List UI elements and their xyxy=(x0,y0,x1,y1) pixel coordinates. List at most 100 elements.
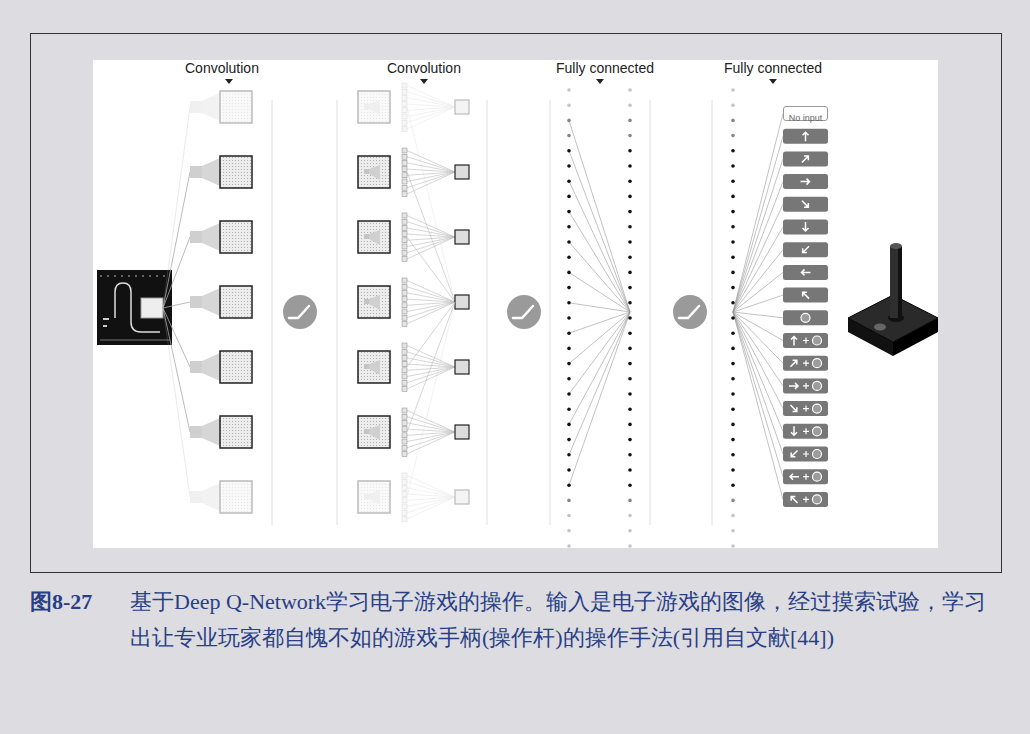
neuron-dot xyxy=(567,529,571,533)
channel-cell xyxy=(402,492,407,497)
filter-line xyxy=(407,237,455,253)
button-face xyxy=(783,424,828,439)
filter-line xyxy=(407,429,455,432)
channel-cell xyxy=(402,349,407,354)
relu-symbol xyxy=(673,295,707,329)
filter-line xyxy=(163,237,190,308)
arrow-icon xyxy=(800,154,811,165)
conv1-filter xyxy=(163,91,252,308)
neuron-dot xyxy=(628,438,632,442)
neuron-dot xyxy=(731,468,735,472)
screen-detail xyxy=(100,340,170,341)
channel-cell xyxy=(402,479,407,484)
filter-kernel xyxy=(190,426,202,438)
channel-cell xyxy=(402,297,407,302)
button-face xyxy=(783,333,828,348)
button-face xyxy=(783,242,828,257)
neuron-dot xyxy=(731,149,735,153)
filter-cone xyxy=(202,93,220,121)
arrow-icon xyxy=(801,244,812,255)
conv1-filter xyxy=(163,156,252,308)
neuron-dot xyxy=(567,438,571,442)
output-unit xyxy=(455,165,469,179)
channel-cell xyxy=(402,309,407,314)
filter-line xyxy=(407,92,455,107)
channel-cell xyxy=(402,498,407,503)
neuron-dot xyxy=(731,119,735,123)
filter-line xyxy=(407,104,455,107)
filter-line xyxy=(407,423,455,432)
relu-circle xyxy=(673,295,707,329)
filter-line xyxy=(407,299,455,302)
weight-line xyxy=(733,312,783,477)
neuron-dot xyxy=(628,407,632,411)
filter-line xyxy=(407,169,455,172)
neuron-dot xyxy=(628,225,632,229)
neuron-dot xyxy=(567,210,571,214)
stick-top xyxy=(890,243,902,249)
filter-kernel xyxy=(190,296,202,308)
relu-circle xyxy=(507,295,541,329)
neuron-dot xyxy=(628,134,632,138)
button-face xyxy=(783,265,828,280)
neuron-dot xyxy=(731,453,735,457)
neuron-dot xyxy=(731,271,735,275)
filter-line xyxy=(163,107,190,308)
filter-line xyxy=(407,172,455,194)
action-button xyxy=(783,220,828,235)
neuron-dot xyxy=(567,195,571,199)
neuron-dot xyxy=(731,103,735,107)
filter-cone xyxy=(369,230,380,245)
channel-cell xyxy=(402,284,407,289)
filter-line xyxy=(407,358,455,367)
channel-cell xyxy=(402,321,407,326)
feature-map xyxy=(358,156,390,188)
neuron-dot xyxy=(731,225,735,229)
neuron-dot xyxy=(731,134,735,138)
conv1-filter xyxy=(163,308,252,383)
neuron-dot xyxy=(567,347,571,351)
filter-kernel xyxy=(190,231,202,243)
action-button xyxy=(783,401,828,416)
filter-line xyxy=(407,488,455,497)
output-unit xyxy=(455,490,469,504)
filter-line xyxy=(407,281,455,303)
filter-line xyxy=(407,172,455,302)
channel-cell xyxy=(402,160,407,165)
relu-circle xyxy=(283,295,317,329)
relu-curve xyxy=(513,306,533,318)
action-button xyxy=(783,174,828,189)
arrow-icon xyxy=(788,403,799,414)
screen-detail xyxy=(103,318,109,320)
figure-caption: 基于Deep Q-Network学习电子游戏的操作。输入是电子游戏的图像，经过摸… xyxy=(130,584,1004,656)
filter-line xyxy=(407,157,455,172)
plus-icon xyxy=(803,474,809,480)
relu-symbol xyxy=(283,295,317,329)
filter-line xyxy=(407,367,455,389)
filter-line xyxy=(407,497,455,513)
fire-icon xyxy=(813,495,822,504)
neuron-dot xyxy=(567,423,571,427)
filter-line xyxy=(407,417,455,432)
layer-separator xyxy=(650,100,651,525)
filter-line xyxy=(407,151,455,173)
neuron-dot xyxy=(628,362,632,366)
plus-icon xyxy=(803,338,809,344)
header-pointer xyxy=(769,79,777,84)
arrow-icon xyxy=(801,290,812,301)
filter-cone xyxy=(369,295,380,310)
channel-cell xyxy=(402,368,407,373)
channel-cell xyxy=(402,83,407,88)
channel-cell xyxy=(402,232,407,237)
neuron-dot xyxy=(731,423,735,427)
channel-cell xyxy=(402,445,407,450)
feature-map xyxy=(220,156,252,188)
neuron-dot xyxy=(731,407,735,411)
neuron-dot xyxy=(628,392,632,396)
filter-line xyxy=(407,432,455,448)
button-face xyxy=(783,129,828,144)
plus-icon xyxy=(803,428,809,434)
stick-shaft xyxy=(890,246,902,318)
neuron-dot xyxy=(567,149,571,153)
